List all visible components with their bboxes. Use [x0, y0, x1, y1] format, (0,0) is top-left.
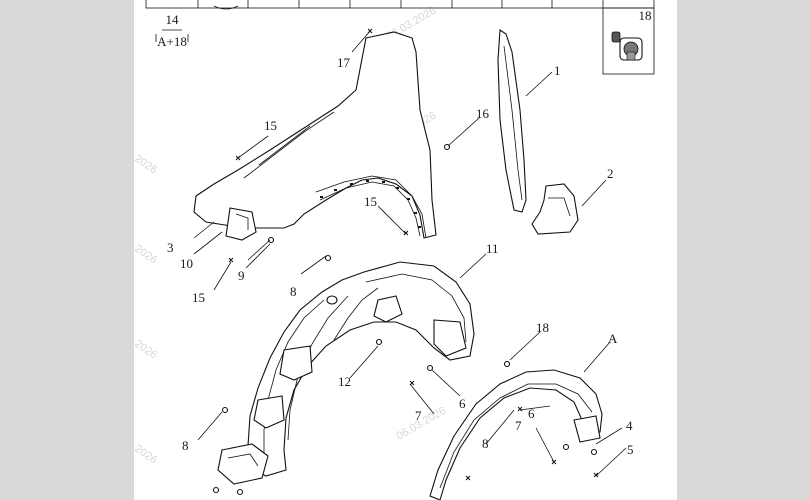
table-label-14: 14 [166, 12, 180, 27]
callout-8-left: 8 [182, 438, 189, 453]
callout-7-mid: 7 [415, 408, 422, 423]
callout-labels: 17 1 2 16 15 3 10 15 9 15 8 11 12 6 7 18… [167, 55, 634, 457]
callout-3: 3 [167, 240, 174, 255]
front-fender [193, 31, 437, 241]
callout-8-top: 8 [290, 284, 297, 299]
watermark: 2026 [134, 338, 159, 362]
liner-lower-mount [217, 443, 269, 485]
callout-11: 11 [486, 241, 499, 256]
leader-lines [193, 29, 627, 477]
watermark: 2026 [134, 243, 159, 267]
callout-17: 17 [337, 55, 351, 70]
x-marks [228, 28, 599, 481]
callout-5: 5 [627, 442, 634, 457]
header-table: 14 A+18 18 [145, 0, 655, 75]
clip-icon [611, 31, 643, 61]
watermark: 2026 [134, 443, 159, 467]
callout-15-mid: 15 [364, 194, 377, 209]
table-label-18: 18 [639, 8, 652, 23]
callout-10: 10 [180, 256, 193, 271]
fender-bracket-10 [225, 207, 257, 241]
bracket-2 [531, 183, 579, 235]
watermark: 2026 [134, 153, 159, 177]
diagram-sheet: 06.03.2026 06.03.2026 06.03.2026 2026 20… [134, 0, 677, 500]
callout-15-low: 15 [192, 290, 205, 305]
seal-strip-1 [497, 29, 527, 213]
callout-9: 9 [238, 268, 245, 283]
callout-6-right: 6 [528, 406, 535, 421]
clip-18-box [602, 7, 655, 75]
callout-18: 18 [536, 320, 549, 335]
callout-16: 16 [476, 106, 490, 121]
fasteners [212, 143, 598, 496]
table-label-a18: A+18 [157, 34, 187, 49]
callout-7-right: 7 [515, 418, 522, 433]
callout-15-top: 15 [264, 118, 277, 133]
callout-1: 1 [554, 63, 561, 78]
callout-4: 4 [626, 418, 633, 433]
callout-12: 12 [338, 374, 351, 389]
wheelhouse-liner [217, 261, 475, 485]
callout-6-mid: 6 [459, 396, 466, 411]
exploded-parts-diagram: 06.03.2026 06.03.2026 06.03.2026 2026 20… [134, 0, 655, 500]
callout-2: 2 [607, 166, 614, 181]
wheel-arch-trim [429, 369, 603, 500]
callout-8-right: 8 [482, 436, 489, 451]
callout-a: A [608, 331, 618, 346]
